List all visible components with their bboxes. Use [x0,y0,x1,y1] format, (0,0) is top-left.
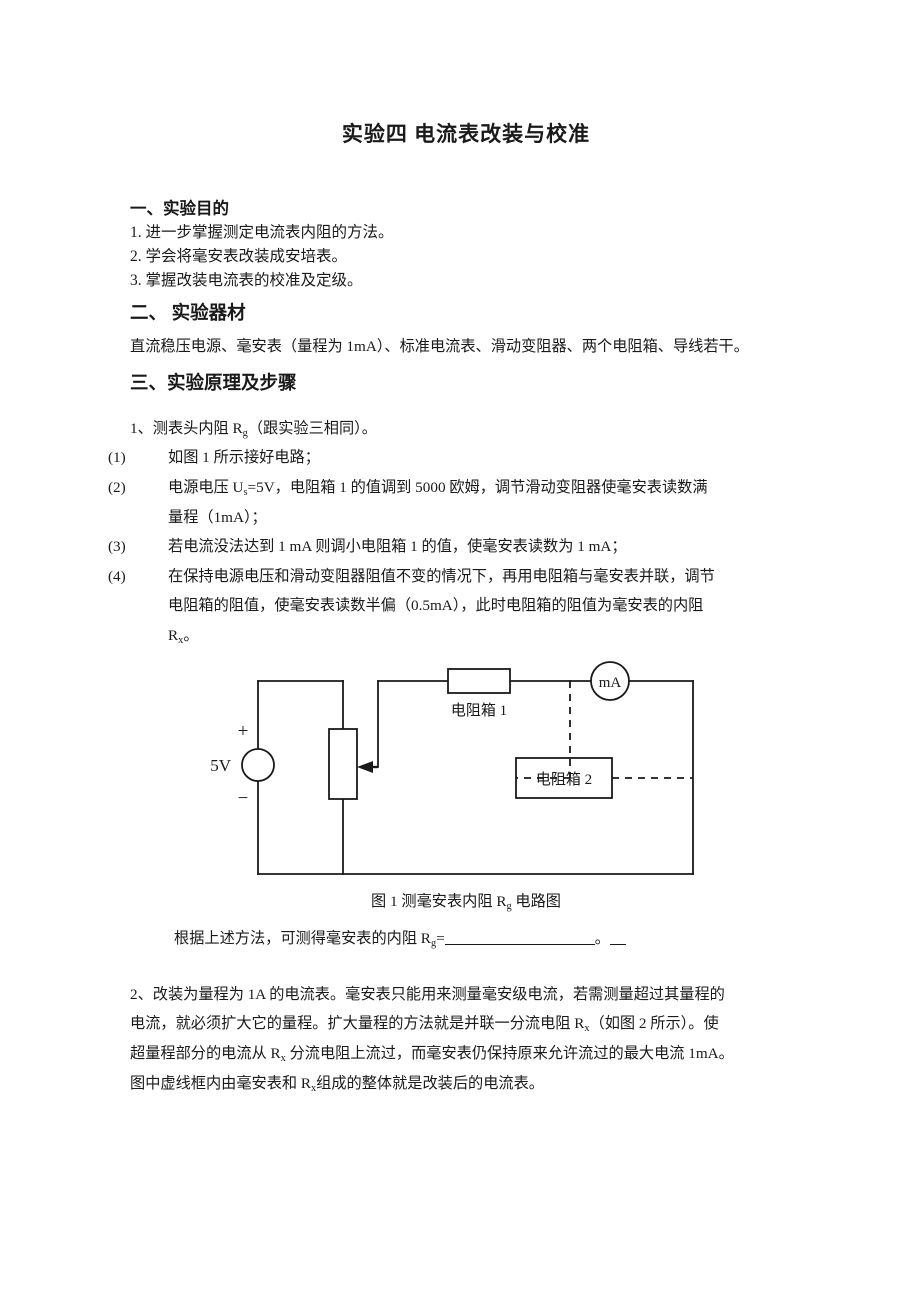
purpose-item-1: 1. 进一步掌握测定电流表内阻的方法。 [130,224,394,242]
step-2-line-4: 图中虚线框内由毫安表和 Rx组成的整体就是改装后的电流表。 [130,1069,802,1099]
substep-3: (3) 若电流没法达到 1 mA 则调小电阻箱 1 的值，使毫安表读数为 1 mA… [108,532,802,562]
equipment-text: 直流稳压电源、毫安表（量程为 1mA）、标准电流表、滑动变阻器、两个电阻箱、导线… [130,337,749,355]
substep-2-label: (2) [108,478,126,496]
substep-1-label: (1) [108,449,126,467]
step-2-line-4-a: 图中虚线框内由毫安表和 R [130,1074,311,1092]
blank-statement-period: 。 [594,929,610,947]
blank-statement-equals: = [436,929,445,947]
substep-2: (2) 电源电压 Us=5V，电阻箱 1 的值调到 5000 欧姆，调节滑动变阻器… [108,473,802,503]
purpose-item-3: 3. 掌握改装电流表的校准及定级。 [130,272,363,290]
purpose-item-2: 2. 学会将毫安表改装成安培表。 [130,248,348,266]
source-minus-label: − [238,788,249,809]
substep-2-continuation: 量程（1mA）； [168,508,267,526]
resistor-box-1-label: 电阻箱 1 [451,702,507,719]
section-heading-purpose: 一、实验目的 [130,199,229,219]
step-1-line: 1、测表头内阻 Rg（跟实验三相同）。 [130,414,802,444]
potentiometer-wiper-arrow [357,760,378,773]
blank-statement-text: 根据上述方法，可测得毫安表的内阻 R [174,929,431,947]
answer-blank-tail[interactable] [609,929,626,945]
step-1-label: 1、 [130,419,153,437]
step-2-line-2-a: 电流，就必须扩大它的量程。扩大量程的方法就是并联一分流电阻 R [130,1015,585,1033]
circuit-diagram-svg: 5V + − 电阻箱 1 电阻箱 2 mA [210,660,694,875]
step-1-text-after: （跟实验三相同）。 [247,419,377,437]
substep-4-label: (4) [108,567,126,585]
substep-4-continuation-2: Rx。 [168,627,199,646]
section-heading-equipment: 二、 实验器材 [130,304,246,325]
figure-1-caption: 图 1 测毫安表内阻 Rg 电路图 [130,891,802,912]
step-2-line-3-b: 分流电阻上流过，而毫安表仍保持原来允许流过的最大电流 1mA。 [285,1044,734,1062]
substep-3-label: (3) [108,538,126,556]
source-voltage-label: 5V [210,756,232,775]
substep-4-continuation-1: 电阻箱的阻值，使毫安表读数半偏（0.5mA），此时电阻箱的阻值为毫安表的内阻 [168,597,704,615]
resistor-box-1-symbol [447,667,511,694]
substep-4-text: 在保持电源电压和滑动变阻器阻值不变的情况下，再用电阻箱与毫安表并联，调节 [168,567,715,585]
step-2-line-1: 2、改装为量程为 1A 的电流表。毫安表只能用来测量毫安级电流，若需测量超过其量… [130,985,725,1003]
figure-1-caption-before: 图 1 测毫安表内阻 R [371,892,507,910]
step-1-text-before: 测表头内阻 R [152,419,243,437]
step-2-line-2: 电流，就必须扩大它的量程。扩大量程的方法就是并联一分流电阻 Rx（如图 2 所示… [130,1009,802,1039]
resistor-box-2-label: 电阻箱 2 [536,771,592,788]
substep-3-text: 若电流没法达到 1 mA 则调小电阻箱 1 的值，使毫安表读数为 1 mA； [168,538,627,556]
step-2-line-3: 超量程部分的电流从 Rx 分流电阻上流过，而毫安表仍保持原来允许流过的最大电流 … [130,1039,802,1069]
substep-2-text: 电源电压 Us=5V，电阻箱 1 的值调到 5000 欧姆，调节滑动变阻器使毫安… [168,478,708,498]
figure-1-caption-after: 电路图 [511,892,561,910]
milliammeter-symbol [590,660,630,701]
step-2-sub-x-1: x [584,1023,590,1035]
milliammeter-label: mA [599,675,622,691]
step-2-line-2-b: （如图 2 所示）。使 [589,1015,719,1033]
source-plus-label: + [238,721,249,742]
step-1-subscript: g [242,427,248,439]
potentiometer-body [328,727,358,800]
answer-blank-field[interactable] [444,929,595,945]
step-2-line-3-a: 超量程部分的电流从 R [130,1044,281,1062]
section-heading-principle: 三、实验原理及步骤 [130,373,297,394]
document-content: 实验四 电流表改装与校准 一、实验目的 1. 进一步掌握测定电流表内阻的方法。 … [108,0,802,1099]
figure-1: 5V + − 电阻箱 1 电阻箱 2 mA [130,659,802,891]
step-2-sub-x-3: x [311,1082,317,1094]
voltage-source-symbol [241,747,275,782]
substep-1: (1) 如图 1 所示接好电路； [108,443,802,473]
measured-resistance-statement: 根据上述方法，可测得毫安表的内阻 Rg= 。 [130,924,802,954]
step-2-sub-x-2: x [280,1052,286,1064]
step-2-line-4-b: 组成的整体就是改装后的电流表。 [316,1074,544,1092]
substep-1-text: 如图 1 所示接好电路； [168,449,320,467]
blank-statement-subscript: g [430,937,437,949]
page-title: 实验四 电流表改装与校准 [341,122,591,146]
substep-4: (4) 在保持电源电压和滑动变阻器阻值不变的情况下，再用电阻箱与毫安表并联，调节 [108,562,802,592]
figure-1-caption-subscript: g [506,900,512,912]
